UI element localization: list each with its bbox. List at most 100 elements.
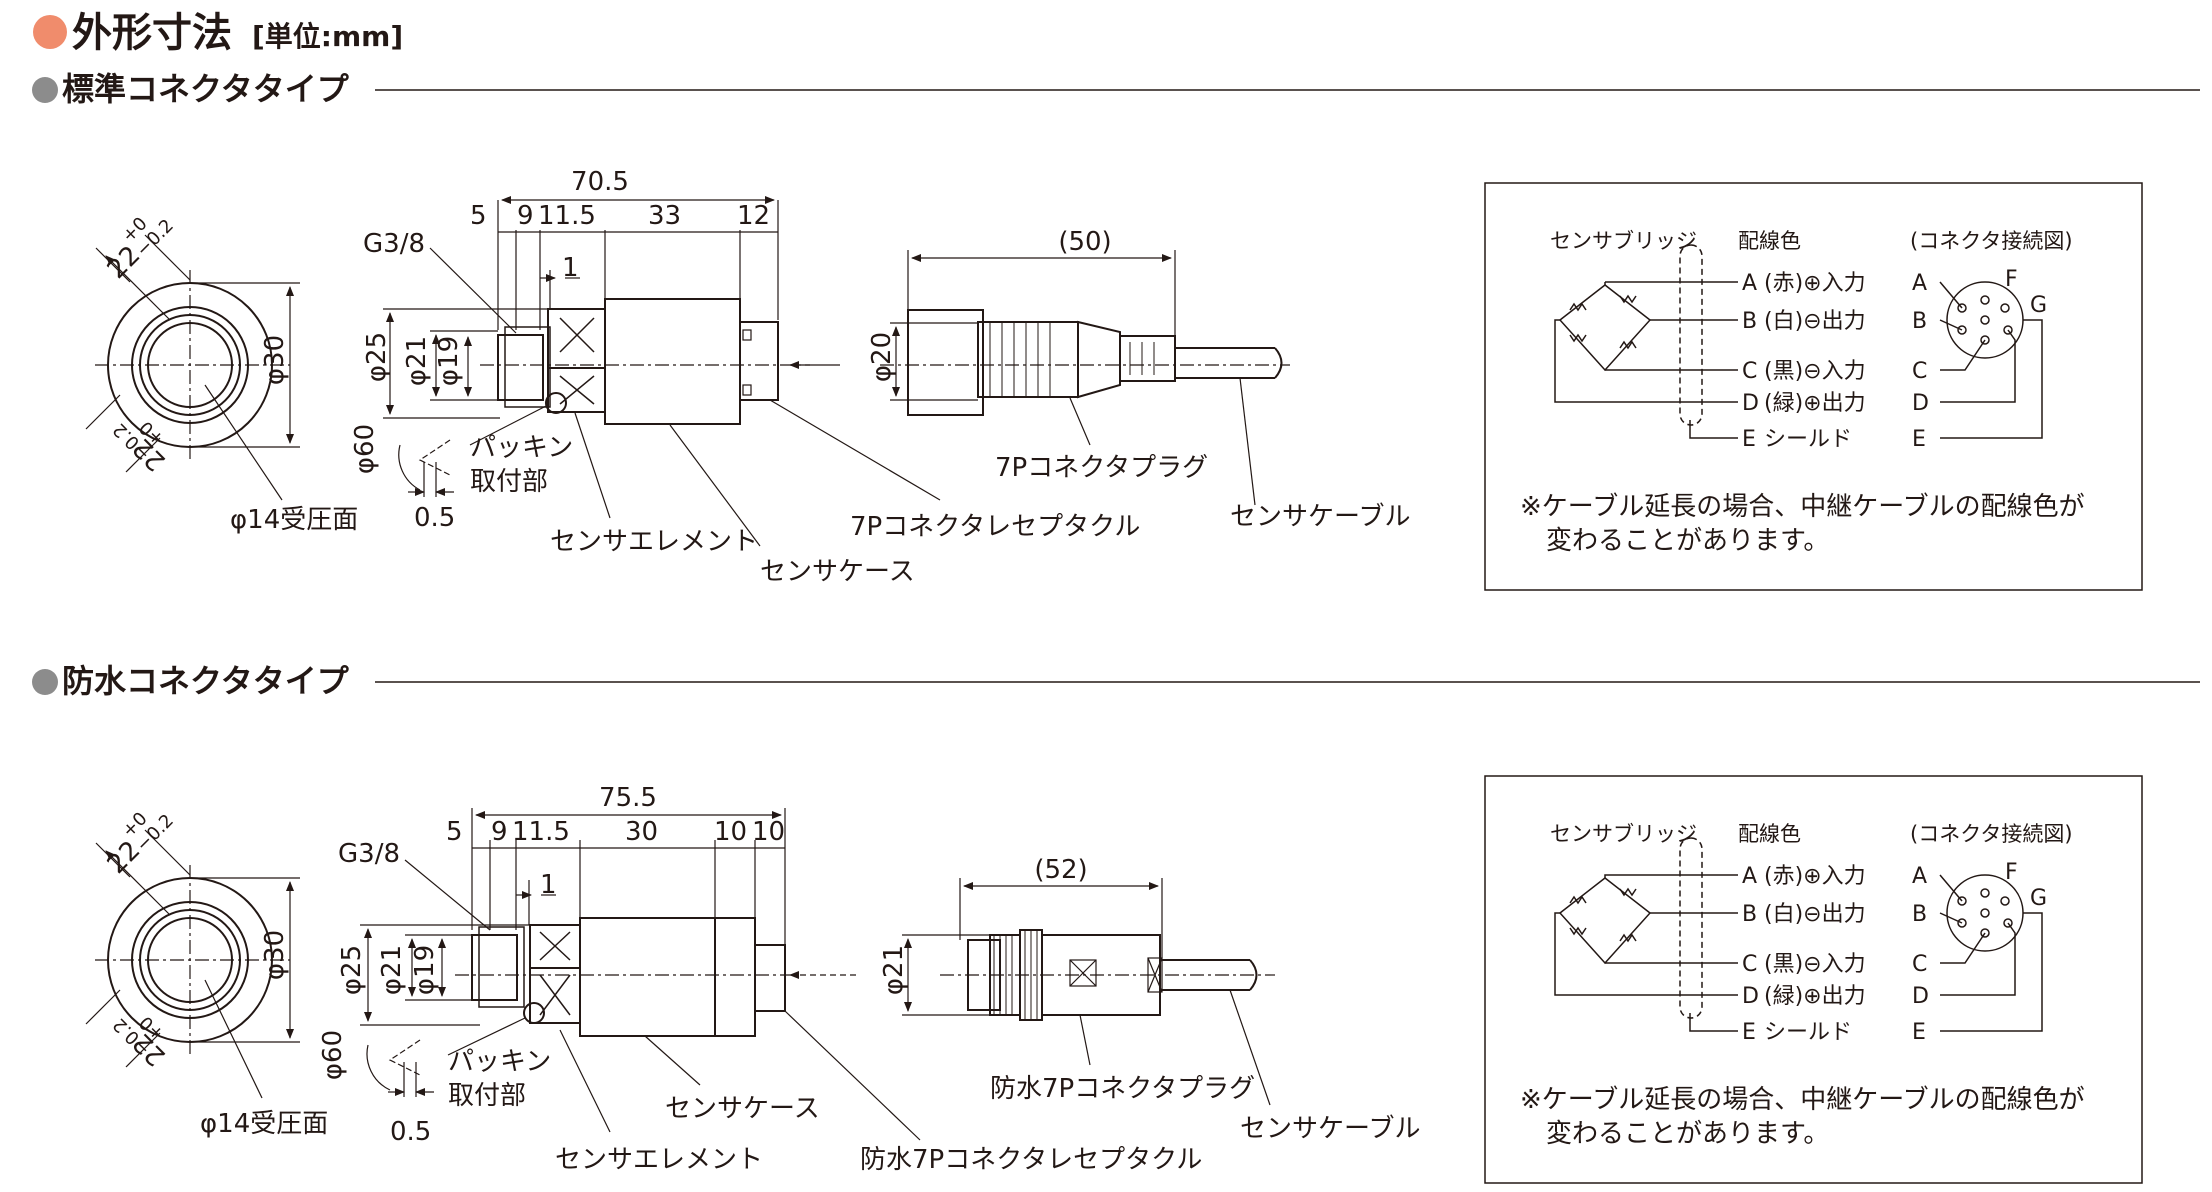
front-dia-30: φ30 (260, 335, 290, 385)
wiring-note-l1: ※ケーブル延長の場合、中継ケーブルの配線色が (1520, 1085, 2085, 1115)
waterproof-drawing (85, 808, 1275, 1141)
gasket-dim: 0.5 (414, 503, 455, 533)
sensor-case-label: センサケース (760, 557, 915, 587)
dim-overall: 75.5 (599, 783, 657, 813)
wiring-row-c-text: (黒)⊖入力 (1764, 359, 1866, 384)
wiring-row-c-pin: C (1742, 952, 1757, 977)
conn-d: D (1912, 391, 1929, 416)
waterproof-labels: 75.5 5 9 11.5 30 10 10 1 G3/8 φ25 φ21 φ1… (102, 783, 1421, 1175)
left-dimensions (383, 247, 941, 547)
page-header: 外形寸法 [単位:mm] (33, 10, 403, 56)
standard-drawing (85, 196, 1290, 547)
conn-e: E (1912, 427, 1926, 452)
conn-e: E (1912, 1020, 1926, 1045)
sensor-element-label: センサエレメント (555, 1145, 763, 1175)
front-view (85, 829, 300, 1099)
conn-d: D (1912, 984, 1929, 1009)
front-view (85, 234, 300, 501)
gasket-dim: 0.5 (390, 1117, 431, 1147)
cable-label: センサケーブル (1240, 1114, 1420, 1144)
plug-label: 7Pコネクタプラグ (995, 453, 1208, 483)
conn-g: G (2030, 886, 2047, 911)
receptacle-label: 防水7Pコネクタレセプタクル (860, 1145, 1202, 1175)
dia-connector: φ21 (879, 945, 909, 995)
conn-c: C (1912, 359, 1927, 384)
wiring-row-a-pin: A (1742, 864, 1757, 889)
thread-label: G3/8 (363, 229, 425, 259)
sensor-case-label: センサケース (665, 1094, 820, 1124)
dim-11-5: 11.5 (538, 201, 596, 231)
color-header: 配線色 (1738, 822, 1801, 846)
conn-a: A (1912, 271, 1927, 296)
front-dia-30: φ30 (260, 930, 290, 980)
dim-overall: 70.5 (571, 167, 629, 197)
wiring-row-a-text: (赤)⊕入力 (1764, 271, 1866, 296)
top-dimensions (497, 196, 779, 330)
gasket-mount-l1: パッキン (448, 1047, 551, 1077)
left-dimensions (360, 859, 921, 1141)
wiring-row-b-pin: B (1742, 309, 1757, 334)
section-bullet (32, 669, 58, 695)
receptacle-label: 7Pコネクタレセプタクル (850, 512, 1140, 542)
dim-30: 30 (625, 817, 658, 847)
standard-labels: 70.5 5 9 11.5 33 12 1 G3/8 φ25 φ21 φ19 φ… (102, 167, 1411, 587)
wiring-row-c-text: (黒)⊖入力 (1764, 952, 1866, 977)
section-title: 標準コネクタタイプ (62, 70, 350, 108)
sensor-body (455, 917, 860, 1037)
top-dimensions (471, 808, 786, 945)
dim-5: 5 (470, 201, 487, 231)
cable-label: センサケーブル (1230, 502, 1410, 532)
conn-c: C (1912, 952, 1927, 977)
dim-9: 9 (491, 817, 508, 847)
accent-bullet (33, 15, 67, 49)
dim-9: 9 (517, 201, 534, 231)
dim-1: 1 (562, 253, 579, 283)
wiring-row-e-text: シールド (1764, 427, 1852, 452)
dim-10-b: 10 (752, 817, 785, 847)
dia-25: φ25 (337, 945, 367, 995)
dim-11-5: 11.5 (512, 817, 570, 847)
conn-f: F (2005, 267, 2018, 292)
connector-header: (コネクタ接続図) (1910, 822, 2073, 846)
unit-label: [単位:mm] (252, 20, 403, 53)
wiring-row-e-text: シールド (1764, 1020, 1852, 1045)
wiring-note-l1: ※ケーブル延長の場合、中継ケーブルの配線色が (1520, 492, 2085, 522)
wiring-box-standard: センサブリッジ 配線色 (コネクタ接続図) (1484, 182, 2143, 591)
angle-60: φ60 (350, 424, 380, 474)
wiring-row-b-text: (白)⊖出力 (1764, 902, 1866, 927)
color-header: 配線色 (1738, 229, 1801, 253)
connector-plug (880, 250, 1290, 506)
dim-33: 33 (648, 201, 681, 231)
dia-25: φ25 (362, 332, 392, 382)
dia-connector: φ20 (867, 332, 897, 382)
wiring-note-l2: 変わることがあります。 (1546, 1119, 1829, 1149)
dim-12: 12 (737, 201, 770, 231)
conn-a: A (1912, 864, 1927, 889)
conn-b: B (1912, 902, 1927, 927)
dia-21: φ21 (377, 945, 407, 995)
thread-label: G3/8 (338, 839, 400, 869)
wiring-note-l2: 変わることがあります。 (1546, 526, 1829, 556)
wiring-row-d-pin: D (1742, 984, 1759, 1009)
wiring-row-d-pin: D (1742, 391, 1759, 416)
wiring-row-c-pin: C (1742, 359, 1757, 384)
wiring-row-b-text: (白)⊖出力 (1764, 309, 1866, 334)
wiring-row-e-pin: E (1742, 1020, 1756, 1045)
section-standard-header: 標準コネクタタイプ (32, 70, 2200, 108)
wiring-row-d-text: (緑)⊕出力 (1764, 391, 1866, 416)
dia-19: φ19 (434, 336, 464, 386)
dia-19: φ19 (410, 945, 440, 995)
angle-60: φ60 (318, 1030, 348, 1080)
bridge-label: センサブリッジ (1550, 229, 1697, 253)
section-title: 防水コネクタタイプ (62, 662, 350, 700)
sensor-body (480, 298, 840, 425)
connector-header: (コネクタ接続図) (1910, 229, 2073, 253)
plug-length: (50) (1058, 227, 1111, 257)
wiring-row-d-text: (緑)⊕出力 (1764, 984, 1866, 1009)
gasket-mount-l2: 取付部 (448, 1081, 526, 1111)
gasket-mount-l2: 取付部 (470, 467, 548, 497)
section-waterproof-header: 防水コネクタタイプ (32, 662, 2200, 700)
conn-g: G (2030, 293, 2047, 318)
wiring-row-a-text: (赤)⊕入力 (1764, 864, 1866, 889)
